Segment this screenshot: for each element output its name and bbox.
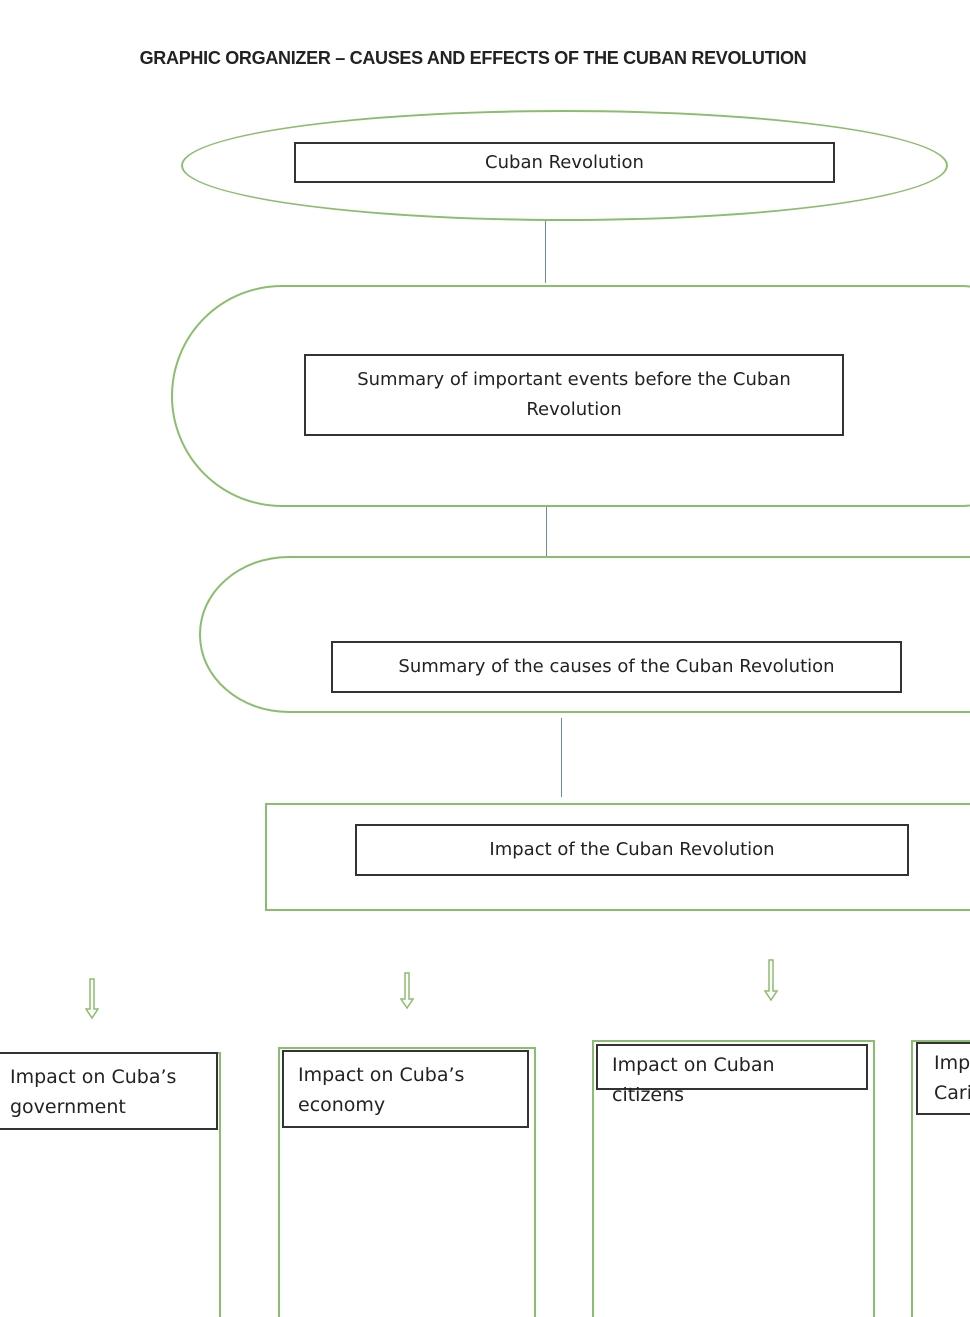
- column-label: Imp: [934, 1052, 970, 1074]
- column-label: government: [10, 1096, 126, 1118]
- box-cuban-revolution: Cuban Revolution: [294, 142, 835, 183]
- column-label: economy: [298, 1094, 386, 1116]
- column-citizens: [592, 1040, 875, 1317]
- column-label: Impact on Cuba’s: [10, 1066, 177, 1088]
- box-causes-summary: Summary of the causes of the Cuban Revol…: [331, 641, 902, 693]
- header-caribbean: Imp Cari: [916, 1042, 970, 1115]
- oval-revolution: [181, 110, 948, 221]
- column-caribbean: [911, 1040, 970, 1317]
- events-line-1: Summary of important events before the C…: [357, 369, 791, 390]
- header-economy: Impact on Cuba’s economy: [282, 1050, 529, 1128]
- page-title: GRAPHIC ORGANIZER – CAUSES AND EFFECTS O…: [139, 48, 807, 68]
- oval-events: [171, 285, 970, 507]
- connector-line: [561, 718, 562, 797]
- down-arrow-icon: [85, 978, 99, 1020]
- events-line-2: Revolution: [526, 399, 622, 420]
- impact-container: [265, 803, 970, 911]
- oval-causes: [199, 556, 970, 713]
- down-arrow-icon: [400, 972, 414, 1010]
- connector-line: [546, 507, 547, 556]
- column-label: Impact on Cuban citizens: [612, 1054, 775, 1106]
- column-economy: [278, 1047, 536, 1317]
- down-arrow-icon: [764, 959, 778, 1002]
- column-label: Cari: [934, 1082, 970, 1104]
- box-events-summary: Summary of important events before the C…: [304, 354, 844, 436]
- header-citizens: Impact on Cuban citizens: [596, 1044, 868, 1106]
- header-government: Impact on Cuba’s government: [0, 1052, 218, 1130]
- connector-line: [545, 221, 546, 283]
- column-label: Impact on Cuba’s: [298, 1064, 465, 1086]
- box-impact: Impact of the Cuban Revolution: [355, 824, 909, 876]
